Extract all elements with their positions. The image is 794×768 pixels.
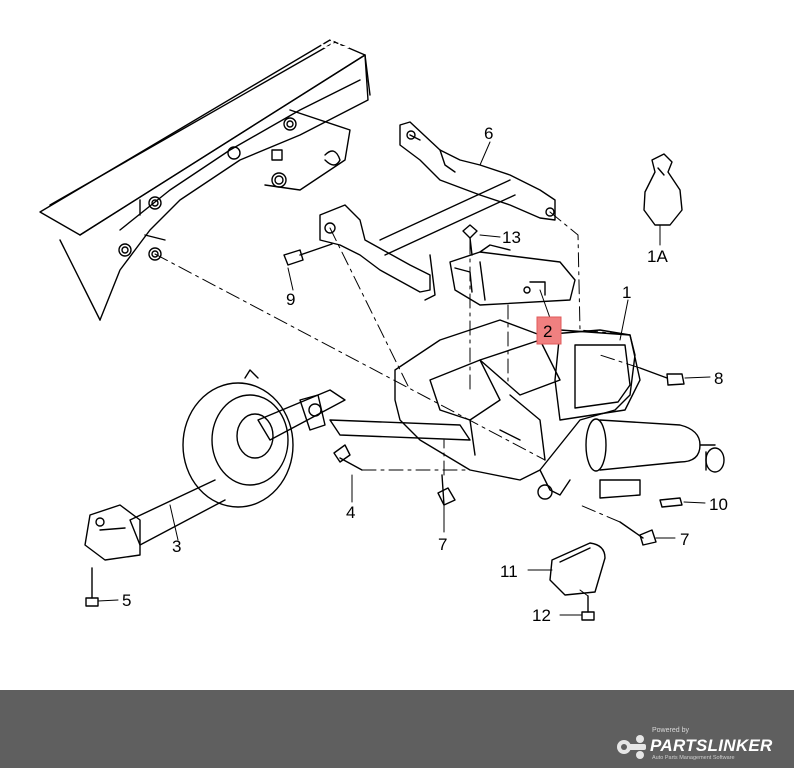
end-cap <box>549 542 606 596</box>
control-module <box>449 244 576 306</box>
footer-position: N - 2 <box>406 23 468 54</box>
logo-powered-by: Powered by <box>652 727 689 734</box>
footer-bar <box>0 690 794 768</box>
callout-1A: 1A <box>647 247 668 266</box>
footer-brand: VAG <box>126 23 183 54</box>
callout-4: 4 <box>346 503 355 522</box>
logo-tagline: Auto Parts Management Software <box>652 755 735 761</box>
callout-12: 12 <box>532 606 551 625</box>
callout-7-center: 7 <box>438 535 447 554</box>
intermediate-shaft <box>84 369 471 561</box>
boot <box>643 153 683 226</box>
callout-13: 13 <box>502 228 521 247</box>
callout-7-right: 7 <box>680 530 689 549</box>
callout-1: 1 <box>622 283 631 302</box>
cross-member <box>39 39 371 321</box>
assembly-lines <box>154 211 641 597</box>
partslinker-logo: Powered by PARTSLINKER Auto Parts Manage… <box>612 727 792 767</box>
upper-bracket <box>319 121 556 301</box>
callout-11: 11 <box>500 562 518 581</box>
column-housing <box>394 319 725 500</box>
footer-dash: - <box>190 23 201 54</box>
callout-6: 6 <box>484 124 493 143</box>
partslinker-logo-icon <box>617 735 646 759</box>
footer-caption: VAG - 8K0905852D N - 2 <box>0 0 794 78</box>
leader-lines <box>97 141 711 616</box>
callout-labels: 6 1 2 1A 13 9 8 10 7 7 4 3 5 11 12 <box>122 124 728 625</box>
callout-2: 2 <box>543 322 552 341</box>
logo-name: PARTSLINKER <box>650 736 773 755</box>
highlight-callout-2 <box>536 316 562 345</box>
bolts <box>85 224 685 621</box>
exploded-parts-diagram: 6 1 2 1A 13 9 8 10 7 7 4 3 5 11 12 <box>39 39 728 625</box>
callout-5: 5 <box>122 591 131 610</box>
callout-8: 8 <box>714 369 723 388</box>
callout-9: 9 <box>286 290 295 309</box>
footer-part-number: 8K0905852D <box>208 23 371 54</box>
callout-10: 10 <box>709 495 728 514</box>
callout-3: 3 <box>172 537 181 556</box>
